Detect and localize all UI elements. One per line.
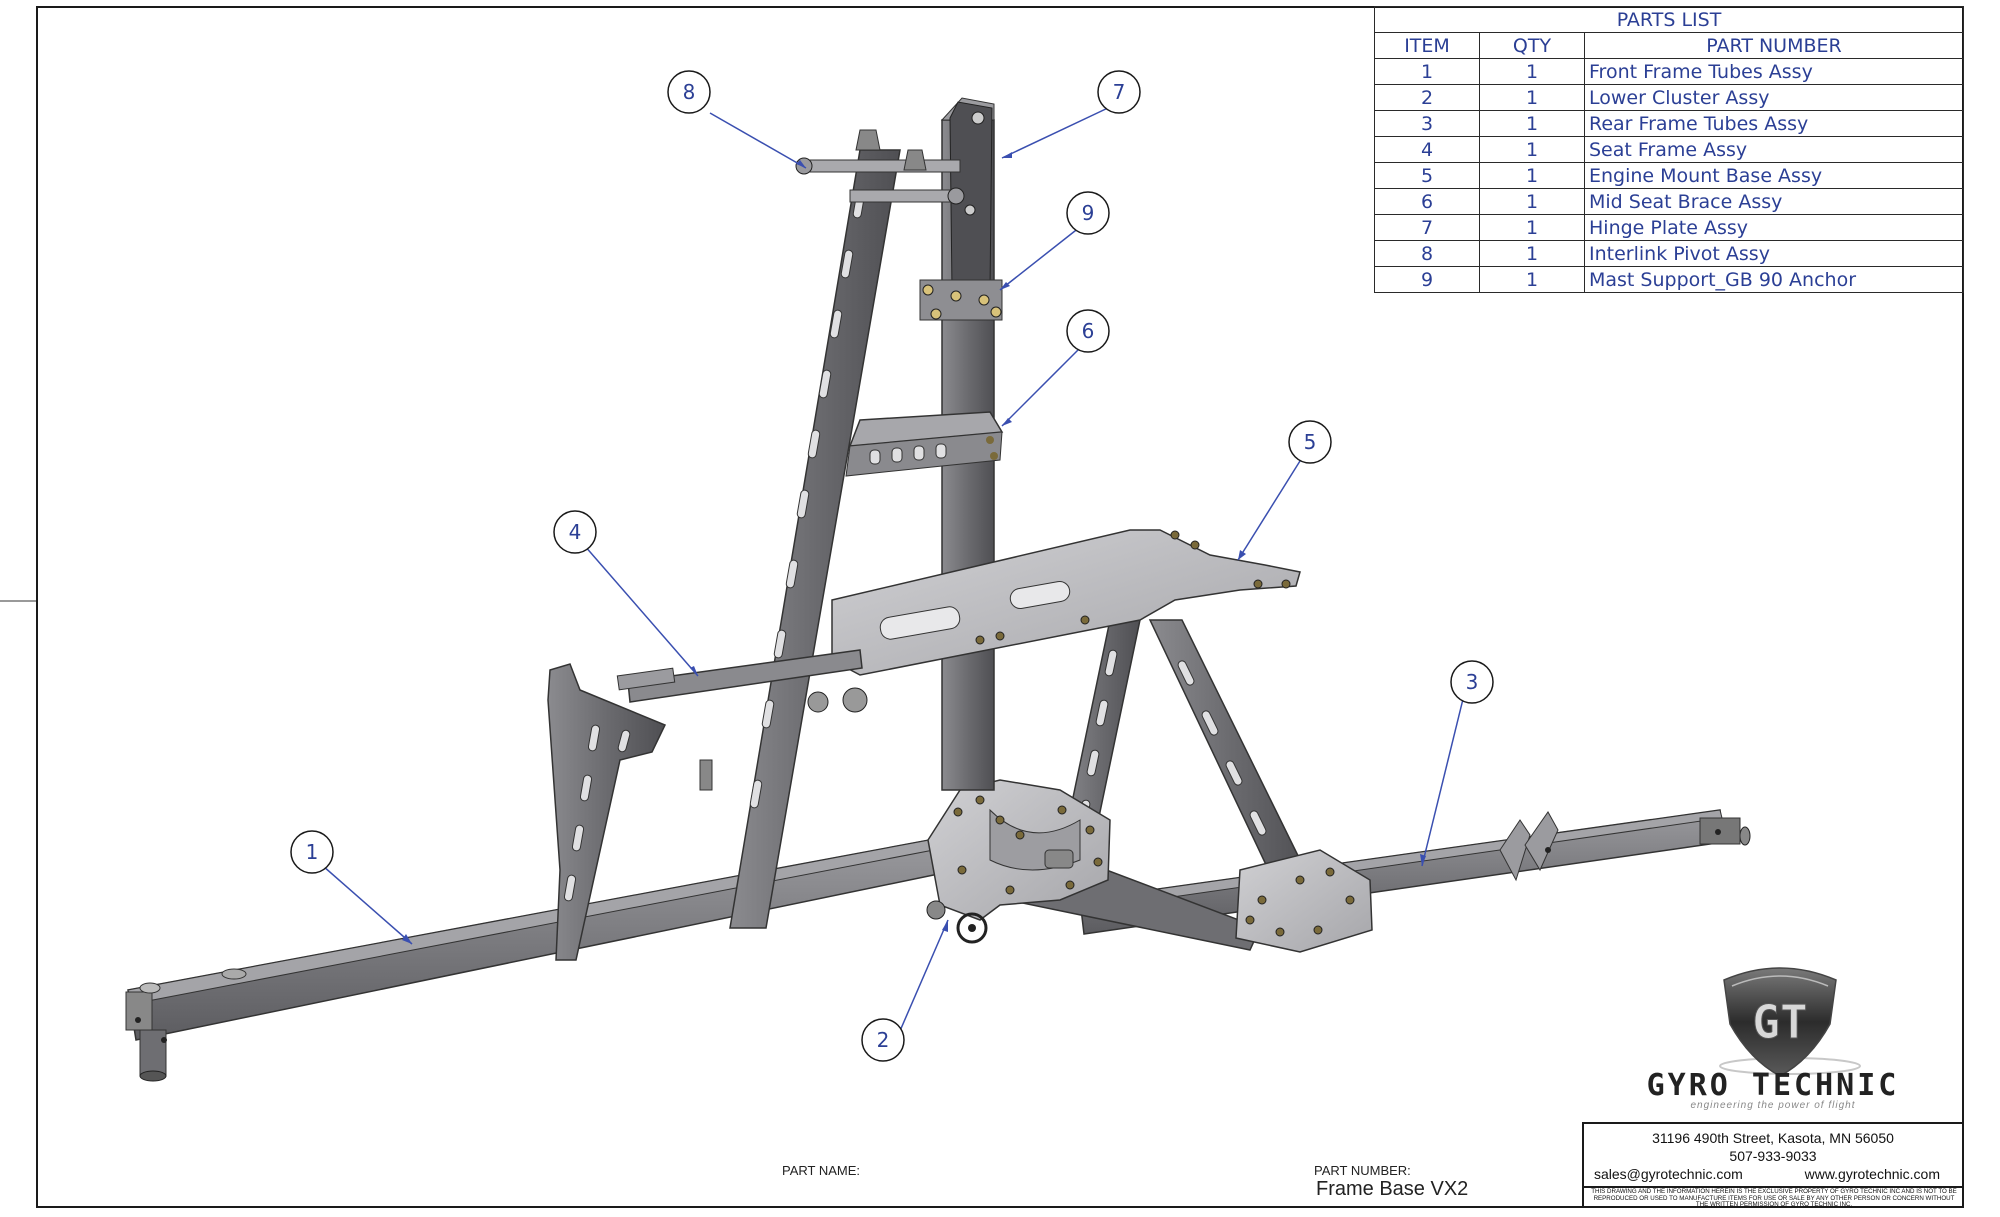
qty-cell: 1 <box>1479 266 1585 293</box>
balloon-label: 3 <box>1466 670 1479 694</box>
seat-frame <box>547 649 863 961</box>
qty-cell: 1 <box>1479 162 1585 189</box>
balloon-label: 1 <box>306 840 319 864</box>
qty-cell: 1 <box>1479 110 1585 137</box>
part-number-cell: Rear Frame Tubes Assy <box>1584 110 1964 137</box>
balloon-1: 1 <box>290 830 334 874</box>
balloon-label: 2 <box>877 1028 890 1052</box>
balloon-label: 4 <box>569 520 582 544</box>
balloon-4: 4 <box>553 510 597 554</box>
header-part-number: PART NUMBER <box>1584 32 1964 59</box>
front-ladder-frame <box>729 129 965 929</box>
part-name-label: PART NAME: <box>782 1163 861 1178</box>
company-phone: 507-933-9033 <box>1729 1148 1817 1164</box>
qty-cell: 1 <box>1479 84 1585 111</box>
item-cell: 5 <box>1374 162 1480 189</box>
divider <box>1584 1186 1962 1188</box>
drawing-border <box>36 6 1964 1208</box>
engine-mount-base <box>807 529 1301 713</box>
balloon-8: 8 <box>667 70 711 114</box>
part-number-cell: Mast Support_GB 90 Anchor <box>1584 266 1964 293</box>
parts-list-title: PARTS LIST <box>1374 6 1964 33</box>
item-cell: 8 <box>1374 240 1480 267</box>
balloon-label: 6 <box>1082 319 1095 343</box>
part-number-cell: Lower Cluster Assy <box>1584 84 1964 111</box>
header-qty: QTY <box>1479 32 1585 59</box>
parts-list-header-row: ITEM QTY PART NUMBER <box>1374 32 1964 59</box>
item-cell: 9 <box>1374 266 1480 293</box>
item-cell: 4 <box>1374 136 1480 163</box>
company-name: GYRO TECHNIC <box>1646 1068 1900 1103</box>
part-number-cell: Mid Seat Brace Assy <box>1584 188 1964 215</box>
item-cell: 3 <box>1374 110 1480 137</box>
balloon-7: 7 <box>1097 70 1141 114</box>
balloon-9: 9 <box>1066 191 1110 235</box>
balloon-label: 9 <box>1082 201 1095 225</box>
lower-cluster <box>926 779 1111 944</box>
balloon-label: 7 <box>1113 80 1126 104</box>
qty-cell: 1 <box>1479 136 1585 163</box>
company-address: 31196 490th Street, Kasota, MN 56050 <box>1652 1130 1894 1146</box>
part-number-cell: Seat Frame Assy <box>1584 136 1964 163</box>
mid-seat-brace <box>845 411 1004 477</box>
qty-cell: 1 <box>1479 58 1585 85</box>
gyro-technic-logo: GT <box>1719 967 1861 1077</box>
header-item: ITEM <box>1374 32 1480 59</box>
balloon-5: 5 <box>1288 420 1332 464</box>
balloon-label: 5 <box>1304 430 1317 454</box>
company-email: sales@gyrotechnic.com <box>1594 1166 1743 1182</box>
company-tagline: engineering the power of flight <box>1690 1100 1856 1111</box>
part-number-cell: Hinge Plate Assy <box>1584 214 1964 241</box>
item-cell: 7 <box>1374 214 1480 241</box>
part-number-cell: Interlink Pivot Assy <box>1584 240 1964 267</box>
part-number-label: PART NUMBER: <box>1314 1163 1411 1178</box>
qty-cell: 1 <box>1479 188 1585 215</box>
sheet-tick-mark <box>0 600 36 602</box>
part-number-cell: Front Frame Tubes Assy <box>1584 58 1964 85</box>
item-cell: 1 <box>1374 58 1480 85</box>
parts-list-title-row: PARTS LIST <box>1374 6 1964 33</box>
company-info-box: 31196 490th Street, Kasota, MN 56050 507… <box>1582 1122 1962 1208</box>
callout-balloons: 1 2 3 4 5 6 7 8 <box>290 70 1494 1062</box>
balloon-6: 6 <box>1066 309 1110 353</box>
part-number-cell: Engine Mount Base Assy <box>1584 162 1964 189</box>
company-website: www.gyrotechnic.com <box>1804 1166 1940 1182</box>
balloon-label: 8 <box>683 80 696 104</box>
balloon-2: 2 <box>861 1018 905 1062</box>
part-number-value: Frame Base VX2 <box>1316 1178 1469 1200</box>
logo-monogram: GT <box>1752 995 1807 1049</box>
company-disclaimer: THIS DRAWING AND THE INFORMATION HEREIN … <box>1591 1188 1957 1209</box>
qty-cell: 1 <box>1479 214 1585 241</box>
item-cell: 2 <box>1374 84 1480 111</box>
balloon-3: 3 <box>1450 660 1494 704</box>
item-cell: 6 <box>1374 188 1480 215</box>
front-frame-tube <box>125 837 949 1082</box>
qty-cell: 1 <box>1479 240 1585 267</box>
